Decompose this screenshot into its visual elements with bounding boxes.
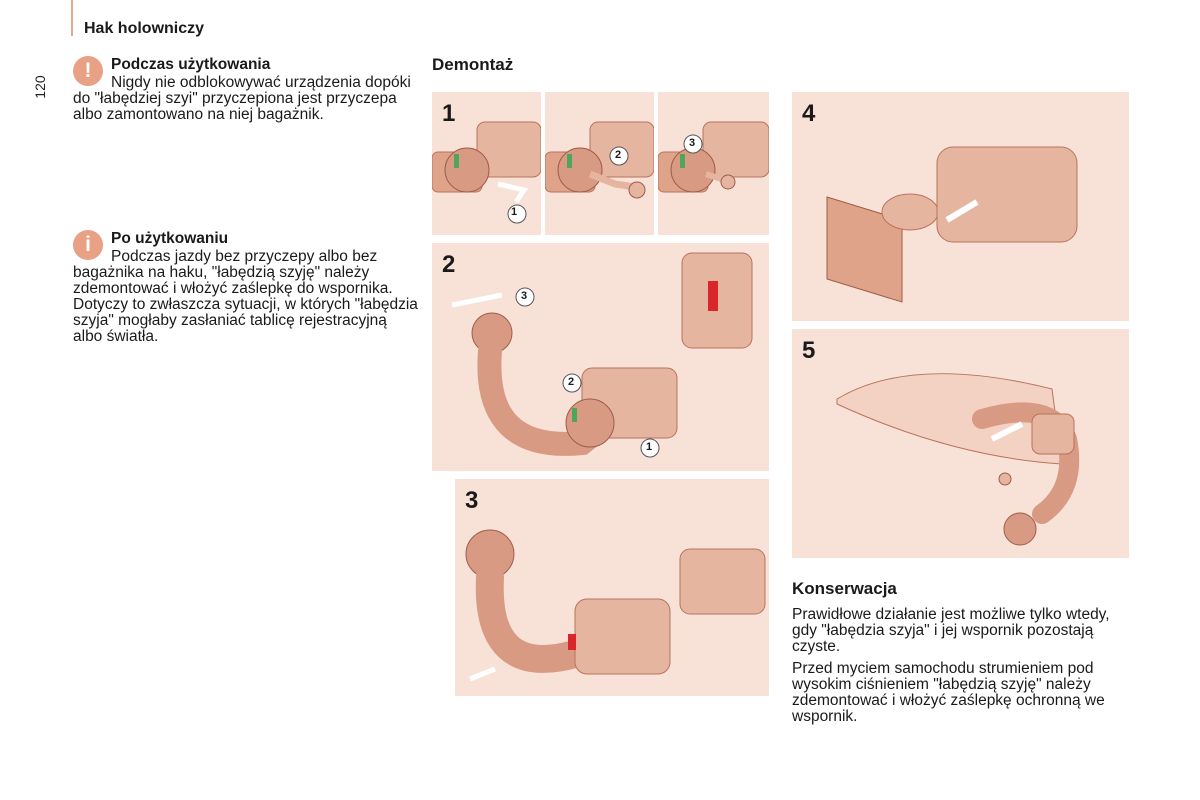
step-1b-illustration: 2	[545, 92, 654, 235]
removal-heading: Demontaż	[432, 55, 514, 74]
page-number: 120	[32, 75, 48, 99]
lock-key-illustration	[432, 121, 541, 224]
step-4-illustration: 4	[792, 92, 1129, 321]
step-number: 3	[465, 487, 479, 514]
warning-note: ! Podczas użytkowania Nigdy nie odblokow…	[73, 56, 418, 123]
swan-neck	[477, 339, 619, 456]
warning-note-title: Podczas użytkowania	[111, 56, 271, 73]
page-title: Hak holowniczy	[84, 20, 205, 37]
callout-number: 1	[511, 206, 518, 218]
callout-number: 1	[646, 441, 653, 453]
info-note-title: Po użytkowaniu	[111, 230, 229, 247]
red-indicator	[708, 281, 718, 311]
step-5-illustration: 5	[792, 329, 1129, 558]
step-number: 5	[802, 337, 816, 364]
info-note-text: Podczas jazdy bez przyczepy albo bez bag…	[73, 248, 418, 345]
maintenance-paragraph-2: Przed myciem samochodu strumieniem pod w…	[792, 660, 1105, 725]
header-rule	[71, 0, 73, 36]
callout-number: 2	[568, 376, 575, 388]
callout-number: 3	[689, 137, 696, 149]
hitch-bracket	[936, 146, 1078, 243]
step-number: 2	[442, 251, 456, 278]
warning-note-text: Nigdy nie odblokowywać urządzenia dopóki…	[73, 74, 411, 123]
step-1c-illustration: 3	[658, 92, 769, 235]
protective-cap	[826, 196, 903, 303]
step-2-illustration: 2 3 2 1	[432, 243, 769, 471]
step-3-illustration: 3	[455, 479, 769, 696]
maintenance-text: Prawidłowe działanie jest możliwe tylko …	[792, 607, 1137, 731]
info-note: i Po użytkowaniu Podczas jazdy bez przyc…	[73, 230, 418, 345]
key-icon	[588, 170, 636, 191]
step-1a-illustration: 1 1	[432, 92, 541, 235]
step-number: 1	[442, 100, 456, 127]
maintenance-heading: Konserwacja	[792, 579, 897, 598]
info-icon: i	[73, 230, 103, 260]
callout-number: 3	[521, 290, 528, 302]
callout-number: 2	[615, 149, 622, 161]
maintenance-paragraph-1: Prawidłowe działanie jest możliwe tylko …	[792, 606, 1110, 655]
step-number: 4	[802, 100, 816, 127]
warning-icon: !	[73, 56, 103, 86]
green-indicator	[454, 154, 459, 168]
